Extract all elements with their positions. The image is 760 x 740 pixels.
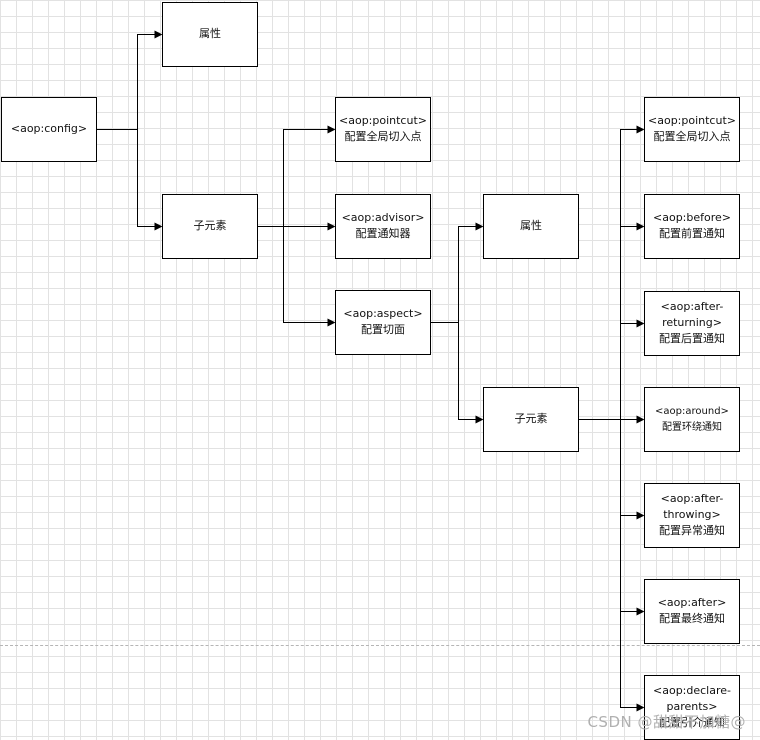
- node-aspect-child: 子元素: [483, 387, 579, 452]
- node-box: [162, 2, 258, 67]
- node-box: [335, 290, 431, 355]
- node-label: <aop:advisor>: [342, 211, 425, 224]
- node-label: parents>: [666, 700, 717, 713]
- node-label: 配置环绕通知: [662, 420, 722, 433]
- node-box: [1, 97, 97, 162]
- node-box: [483, 194, 579, 259]
- node-label: 配置全局切入点: [654, 129, 731, 143]
- edge-config-child-to-pointcut: [257, 125, 336, 227]
- node-box: [644, 387, 740, 452]
- node-advisor: <aop:advisor> 配置通知器: [335, 194, 431, 259]
- node-box: [644, 579, 740, 644]
- node-config-child: 子元素: [162, 194, 258, 259]
- connector-edges: [96, 30, 645, 712]
- node-label: <aop:declare-: [653, 684, 731, 697]
- node-aspect: <aop:aspect> 配置切面: [335, 290, 431, 355]
- node-label: <aop:config>: [11, 122, 87, 135]
- node-box: [162, 194, 258, 259]
- node-box: [644, 194, 740, 259]
- node-a-after-returning: <aop:after-returning> 配置后置通知: [644, 291, 740, 356]
- node-label: 属性: [199, 26, 221, 40]
- page-break-line: [0, 645, 760, 646]
- edge-aspect-to-aspect-child: [430, 322, 484, 424]
- node-label: 配置通知器: [356, 226, 411, 240]
- node-label: 配置前置通知: [659, 226, 725, 240]
- node-label: <aop:pointcut>: [339, 114, 427, 127]
- edge-aspect-child-to-a-pointcut: [578, 125, 645, 420]
- edge-aspect-child-to-a-after-returning: [578, 319, 645, 420]
- node-label: <aop:before>: [653, 211, 731, 224]
- node-label: throwing>: [663, 508, 721, 521]
- node-a-after: <aop:after> 配置最终通知: [644, 579, 740, 644]
- node-label: 配置引介通知: [659, 715, 725, 729]
- node-box: [335, 194, 431, 259]
- node-label: 配置异常通知: [659, 523, 725, 537]
- node-aspect-attr: 属性: [483, 194, 579, 259]
- node-label: 配置后置通知: [659, 331, 725, 345]
- edge-aspect-to-aspect-attr: [430, 222, 484, 323]
- edge-config-to-config-attr: [96, 30, 163, 130]
- node-a-before: <aop:before> 配置前置通知: [644, 194, 740, 259]
- node-boxes: <aop:config>属性子元素<aop:pointcut>配置全局切入点<a…: [1, 2, 740, 740]
- node-box: [644, 291, 740, 356]
- node-box: [483, 387, 579, 452]
- node-label: <aop:after-: [661, 492, 724, 505]
- node-label: <aop:around>: [655, 406, 729, 417]
- edge-config-child-to-aspect: [257, 226, 336, 327]
- node-config: <aop:config>: [1, 97, 97, 162]
- node-label: 配置全局切入点: [345, 129, 422, 143]
- node-label: 属性: [520, 218, 542, 232]
- node-box: [644, 97, 740, 162]
- node-a-around: <aop:around> 配置环绕通知: [644, 387, 740, 452]
- node-a-pointcut: <aop:pointcut> 配置全局切入点: [644, 97, 740, 162]
- node-label: <aop:after>: [658, 596, 727, 609]
- node-box: [335, 97, 431, 162]
- node-box: [644, 483, 740, 548]
- node-config-attr: 属性: [162, 2, 258, 67]
- watermark: CSDN @甜甜不加糖@: [587, 713, 746, 731]
- edge-config-to-config-child: [96, 129, 163, 231]
- edge-aspect-child-to-a-after-throwing: [578, 419, 645, 520]
- node-pointcut: <aop:pointcut> 配置全局切入点: [335, 97, 431, 162]
- node-label: <aop:after-: [661, 300, 724, 313]
- node-label: 配置切面: [361, 323, 405, 336]
- node-label: <aop:pointcut>: [648, 114, 736, 127]
- node-label: 子元素: [515, 412, 548, 425]
- edge-aspect-child-to-a-declare-parents: [578, 419, 645, 712]
- node-label: 子元素: [194, 219, 227, 232]
- node-a-after-throwing: <aop:after-throwing> 配置异常通知: [644, 483, 740, 548]
- node-label: 配置最终通知: [659, 611, 725, 625]
- node-label: returning>: [662, 316, 722, 329]
- node-label: <aop:aspect>: [343, 307, 422, 320]
